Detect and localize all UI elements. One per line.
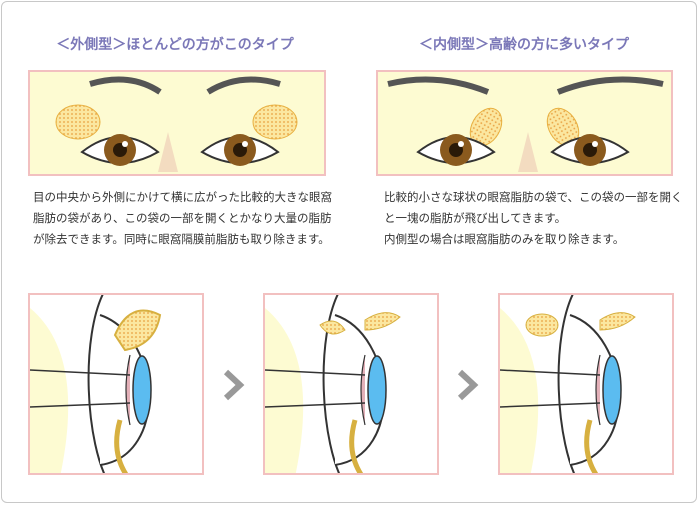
chevron-right-icon	[457, 369, 479, 401]
outer-type-title: ＜外側型＞ほとんどの方がこのタイプ	[56, 37, 294, 53]
step-2-illustration	[263, 293, 439, 475]
chevron-right-icon	[223, 369, 245, 401]
outer-type-eye-illustration	[28, 70, 326, 176]
inner-type-title: ＜内側型＞高齢の方に多いタイプ	[419, 37, 629, 53]
inner-type-eye-illustration	[376, 70, 673, 176]
step-1-illustration	[28, 293, 204, 475]
step-3-illustration	[498, 293, 674, 475]
inner-type-description: 比較的小さな球状の眼窩脂肪の袋で、この袋の一部を開くと一塊の脂肪が飛び出してきま…	[384, 190, 683, 246]
outer-type-description: 目の中央から外側にかけて横に広がった比較的大きな眼窩脂肪の袋があり、この袋の一部…	[33, 190, 332, 246]
